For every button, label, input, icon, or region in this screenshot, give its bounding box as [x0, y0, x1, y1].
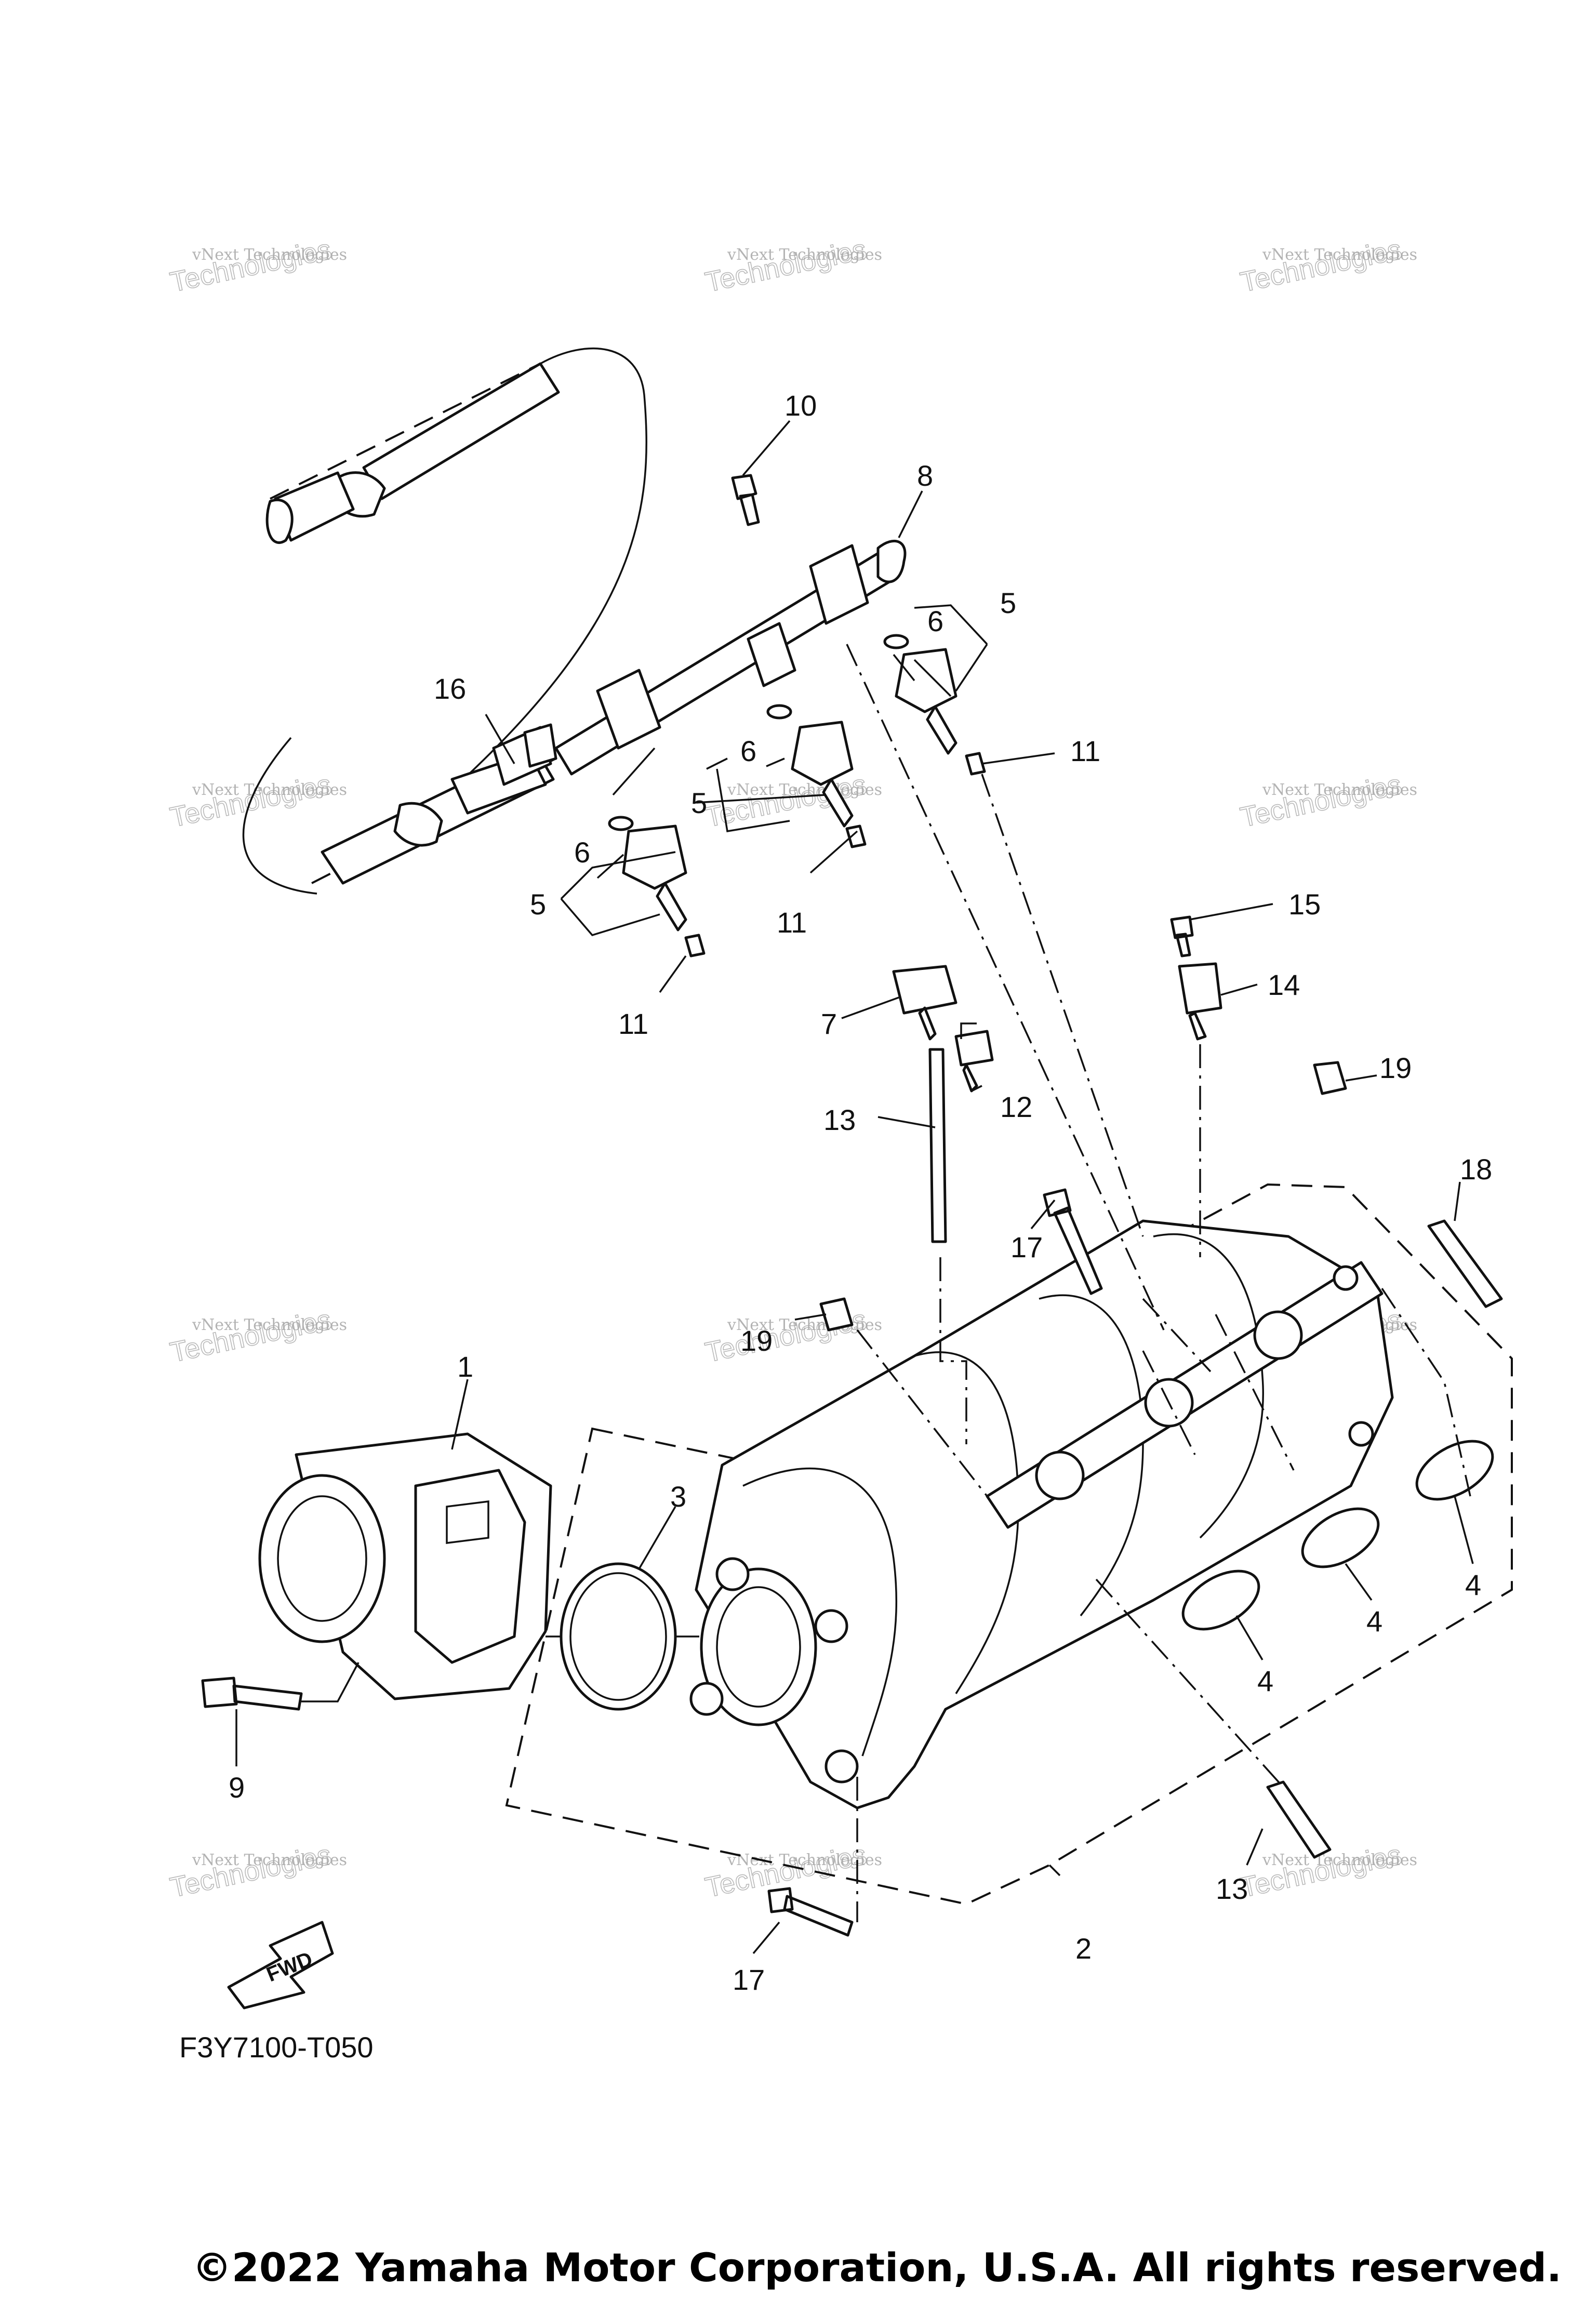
stud-18-lower — [1266, 1780, 1332, 1859]
bolt-17-lower — [767, 1887, 854, 1937]
callout-3: 3 — [670, 1480, 686, 1513]
svg-text:vNext Technologies: vNext Technologies — [192, 1316, 347, 1334]
callout-4: 4 — [1465, 1568, 1481, 1601]
figure-code: F3Y7100-T050 — [179, 2031, 374, 2064]
svg-text:vNext Technologies: vNext Technologies — [727, 246, 882, 264]
injector-right — [883, 634, 986, 776]
watermark: vNext Technologies Technologies — [702, 1839, 882, 1904]
callout-6: 6 — [740, 735, 756, 767]
callout-15: 15 — [1288, 888, 1321, 921]
vacuum-fitting-12 — [954, 1030, 994, 1093]
svg-text:vNext Technologies: vNext Technologies — [1262, 246, 1417, 264]
watermark: vNext Technologies Technologies — [167, 768, 347, 834]
copyright-notice: ©2022 Yamaha Motor Corporation, U.S.A. A… — [192, 2244, 1562, 2291]
callout-13: 13 — [1216, 1872, 1248, 1905]
o-ring-4 — [1301, 1507, 1380, 1568]
svg-text:vNext Technologies: vNext Technologies — [1262, 781, 1417, 799]
pressure-sensor-7 — [892, 965, 957, 1041]
callout-5: 5 — [691, 787, 707, 819]
fuel-rail — [554, 539, 907, 776]
svg-text:Technologies: Technologies — [1238, 234, 1404, 298]
watermark: vNext Technologies Technologies — [167, 1839, 347, 1904]
nut-19-upper — [1313, 1061, 1347, 1095]
callout-16: 16 — [434, 672, 466, 705]
callout-13: 13 — [823, 1103, 856, 1136]
svg-text:vNext Technologies: vNext Technologies — [192, 246, 347, 264]
callout-4: 4 — [1366, 1605, 1382, 1638]
callout-6: 6 — [927, 605, 943, 637]
gasket-3 — [560, 1562, 677, 1711]
leader-lines — [235, 420, 1474, 1954]
o-ring-4 — [1181, 1569, 1260, 1631]
callout-6: 6 — [574, 836, 590, 869]
svg-text:vNext Technologies: vNext Technologies — [192, 1851, 347, 1869]
svg-text:Technologies: Technologies — [167, 234, 334, 298]
watermark: vNext Technologies Technologies — [702, 233, 882, 299]
assembly-lines — [301, 644, 1471, 1922]
watermark: vNext Technologies Technologies — [702, 1303, 882, 1369]
callout-19: 19 — [1379, 1052, 1412, 1084]
callout-5: 5 — [530, 888, 546, 921]
stud-18-upper — [1427, 1219, 1503, 1308]
injector-left — [608, 816, 706, 957]
nut-19-lower — [819, 1297, 854, 1332]
callout-11: 11 — [1070, 735, 1100, 767]
hose-13 — [928, 1048, 947, 1243]
injector-center — [766, 704, 867, 848]
callout-19: 19 — [740, 1324, 773, 1357]
watermark: vNext Technologies Technologies — [167, 233, 347, 299]
callout-12: 12 — [1000, 1090, 1032, 1123]
callout-7: 7 — [821, 1007, 837, 1040]
svg-text:vNext Technologies: vNext Technologies — [1262, 1851, 1417, 1869]
callout-1: 1 — [457, 1350, 473, 1383]
throttle-body — [258, 1432, 552, 1700]
bolt-9 — [201, 1677, 303, 1711]
fuel-hose — [242, 347, 647, 895]
svg-text:vNext Technologies: vNext Technologies — [727, 1316, 882, 1334]
callout-18: 18 — [1460, 1153, 1492, 1186]
svg-text:Technologies: Technologies — [167, 1839, 334, 1904]
callout-17: 17 — [733, 1963, 765, 1996]
sensor-14 — [1178, 962, 1222, 1041]
callout-17: 17 — [1010, 1231, 1043, 1263]
callout-11: 11 — [618, 1007, 648, 1040]
callout-4: 4 — [1257, 1665, 1273, 1697]
callout-10: 10 — [784, 389, 817, 422]
svg-text:Technologies: Technologies — [702, 234, 869, 298]
fwd-arrow: FWD — [227, 1921, 334, 2010]
callout-8: 8 — [917, 459, 933, 492]
callouts: 10 8 5 6 11 16 6 5 6 5 11 11 7 15 14 12 … — [229, 389, 1492, 1996]
o-ring-4 — [1415, 1440, 1494, 1501]
intake-manifold — [689, 1219, 1394, 1810]
svg-text:Technologies: Technologies — [1238, 769, 1404, 833]
screw-15 — [1170, 915, 1194, 957]
callout-5: 5 — [1000, 587, 1016, 619]
svg-text:Technologies: Technologies — [167, 1304, 334, 1368]
watermark: vNext Technologies Technologies — [1238, 768, 1417, 834]
callout-2: 2 — [1075, 1932, 1092, 1965]
callout-14: 14 — [1268, 968, 1300, 1001]
callout-9: 9 — [229, 1771, 245, 1804]
svg-text:vNext Technologies: vNext Technologies — [192, 781, 347, 799]
watermark: vNext Technologies Technologies — [167, 1303, 347, 1369]
callout-11: 11 — [777, 906, 807, 939]
svg-text:vNext Technologies: vNext Technologies — [727, 1851, 882, 1869]
bolt-10 — [731, 474, 760, 526]
watermark: vNext Technologies Technologies — [1238, 233, 1417, 299]
